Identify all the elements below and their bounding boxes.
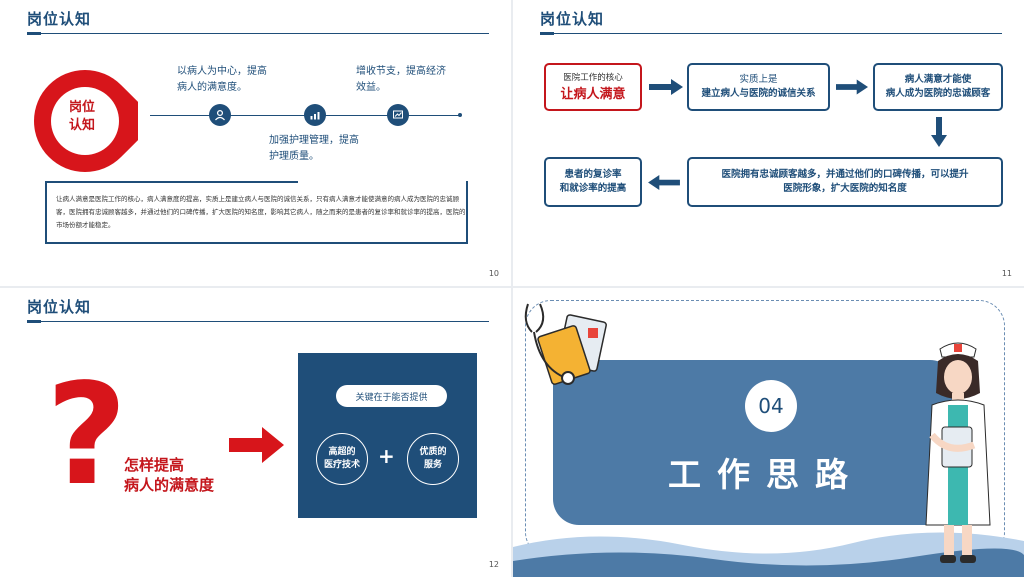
page-number: 12 — [488, 560, 499, 569]
location-pin-icon — [34, 70, 138, 172]
plus-icon: + — [378, 444, 395, 468]
point-economic-benefit: 增收节支，提高经济 效益。 — [356, 66, 446, 93]
pin-label: 岗位 认知 — [68, 100, 95, 133]
wave-decoration — [513, 532, 1024, 577]
paragraph-frame — [45, 181, 468, 244]
slide-header: 岗位认知 — [540, 10, 605, 28]
flow-box-revisit: 患者的复诊率 和就诊率的提高 — [544, 157, 642, 207]
circle-quality-service: 优质的服务 — [407, 433, 459, 485]
question-text: 怎样提高 病人的满意度 — [124, 456, 215, 494]
flow-box-trust: 实质上是 建立病人与医院的诚信关系 — [687, 63, 830, 111]
flow-box-reputation: 医院拥有忠诚顾客越多，并通过他们的口碑传播，可以提升 医院形象，扩大医院的知名度 — [687, 157, 1003, 207]
trend-board-icon — [387, 104, 409, 126]
arrow-left-icon — [648, 175, 680, 190]
question-mark: ? — [46, 354, 128, 517]
person-icon — [209, 104, 231, 126]
slide-header: 岗位认知 — [27, 10, 92, 28]
key-factors-panel — [298, 353, 477, 518]
arrow-right-icon — [836, 79, 868, 95]
page-number: 10 — [488, 269, 499, 278]
growth-chart-icon — [304, 104, 326, 126]
flow-box-loyal: 病人满意才能使 病人成为医院的忠诚顾客 — [873, 63, 1003, 111]
arrow-down-icon — [931, 117, 947, 147]
header-underline — [540, 32, 1002, 35]
arrow-right-icon — [649, 79, 683, 95]
slide-10[interactable]: 岗位认知 岗位 认知 以病人为中心，提高 病人的满意度。 增收节支，提高经济 效… — [0, 0, 511, 286]
arrow-right-icon — [229, 427, 284, 463]
timeline-end-dot — [458, 113, 462, 117]
slide-11[interactable]: 岗位认知 医院工作的核心 让病人满意 实质上是 建立病人与医院的诚信关系 病人满… — [513, 0, 1024, 286]
header-underline — [27, 32, 489, 35]
body-paragraph: 让病人满意是医院工作的核心，病人满意度的提高，实质上是建立病人与医院的诚信关系，… — [56, 195, 466, 229]
section-title: 工作思路 — [668, 455, 864, 494]
flow-box-core: 医院工作的核心 让病人满意 — [544, 63, 642, 111]
nurse-illustration — [925, 342, 991, 563]
header-underline — [27, 320, 489, 323]
key-factors-pill: 关键在于能否提供 — [336, 385, 447, 407]
point-nursing-quality: 加强护理管理，提高 护理质量。 — [269, 135, 359, 162]
slide-header: 岗位认知 — [27, 298, 92, 316]
medical-folder-stethoscope-icon — [524, 303, 607, 385]
circle-medical-technique: 高超的医疗技术 — [316, 433, 368, 485]
section-number: 04 — [745, 380, 797, 432]
point-patient-centered: 以病人为中心，提高 病人的满意度。 — [177, 66, 267, 93]
page-number: 11 — [1001, 269, 1012, 278]
